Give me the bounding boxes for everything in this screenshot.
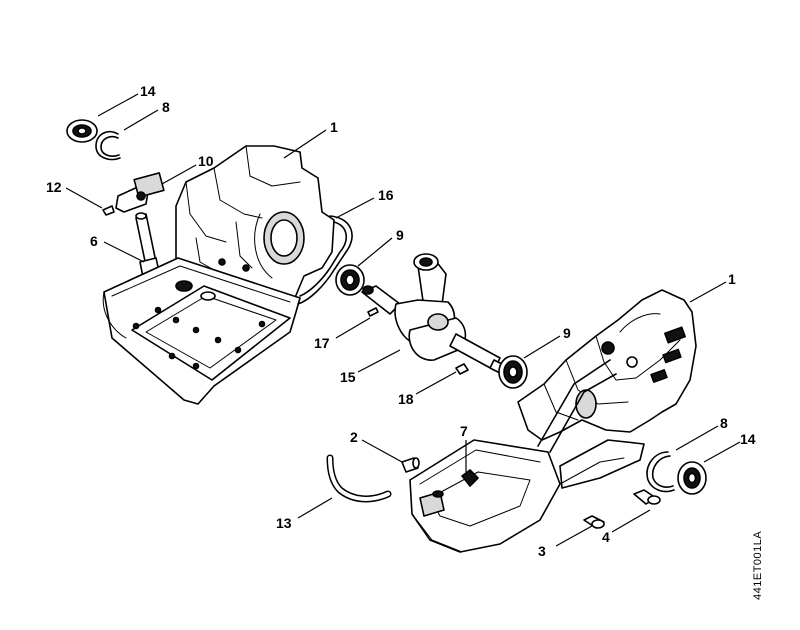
leader-8b	[675, 425, 719, 451]
leader-17	[335, 317, 371, 339]
callout-12: 12	[46, 179, 62, 195]
oil-seal-right	[677, 461, 707, 495]
leader-12	[65, 187, 103, 209]
ball-bearing-right	[498, 355, 528, 389]
callout-7: 7	[460, 423, 468, 439]
circlip-top	[95, 130, 121, 161]
callout-3: 3	[538, 543, 546, 559]
leader-2	[361, 439, 403, 463]
dowel-pin-eighteen	[455, 363, 469, 375]
callout-13: 13	[276, 515, 292, 531]
ball-bearing-left	[335, 264, 365, 296]
leader-6	[103, 241, 145, 263]
callout-14b: 14	[740, 431, 756, 447]
callout-10: 10	[198, 153, 214, 169]
callout-1b: 1	[728, 271, 736, 287]
crankshaft	[361, 253, 507, 375]
leader-4	[611, 509, 651, 533]
callout-2: 2	[350, 429, 358, 445]
callout-labels: 14 8 1 10 12 16 9 6 17 15 1 9 18 2 7 8 1…	[46, 83, 756, 559]
leader-8a	[123, 109, 159, 131]
impulse-fitting	[102, 172, 165, 216]
fuel-hose	[326, 454, 392, 503]
callout-1a: 1	[330, 119, 338, 135]
screw-four	[633, 489, 661, 505]
callout-8b: 8	[720, 415, 728, 431]
crankcase-half-right	[409, 289, 697, 553]
needle-pin	[367, 307, 379, 317]
leader-15	[357, 349, 401, 373]
leader-3	[555, 525, 593, 547]
oil-seal-top	[66, 119, 98, 143]
leader-1b	[689, 281, 727, 303]
pin-two	[401, 457, 420, 473]
screw-three	[583, 515, 605, 529]
callout-18: 18	[398, 391, 414, 407]
crankcase-gasket	[297, 215, 353, 305]
crankcase-half-left	[102, 145, 335, 405]
leader-14a	[97, 93, 139, 117]
callout-15: 15	[340, 369, 356, 385]
callout-8a: 8	[162, 99, 170, 115]
fitting-seven	[461, 469, 479, 487]
leader-9a	[357, 237, 393, 267]
figure-code: 441ET001LA	[752, 530, 764, 600]
leader-lines	[65, 93, 741, 547]
leader-16	[335, 197, 375, 219]
callout-16: 16	[378, 187, 394, 203]
callout-17: 17	[314, 335, 330, 351]
leader-9b	[523, 335, 561, 359]
circlip-right	[646, 451, 675, 493]
leader-18	[415, 371, 457, 395]
callout-4: 4	[602, 529, 610, 545]
leader-14b	[703, 441, 741, 463]
leader-10	[161, 164, 197, 185]
callout-9a: 9	[396, 227, 404, 243]
callout-14a: 14	[140, 83, 156, 99]
callout-9b: 9	[563, 325, 571, 341]
callout-6: 6	[90, 233, 98, 249]
leader-1a	[283, 129, 327, 159]
leader-13	[297, 497, 333, 519]
